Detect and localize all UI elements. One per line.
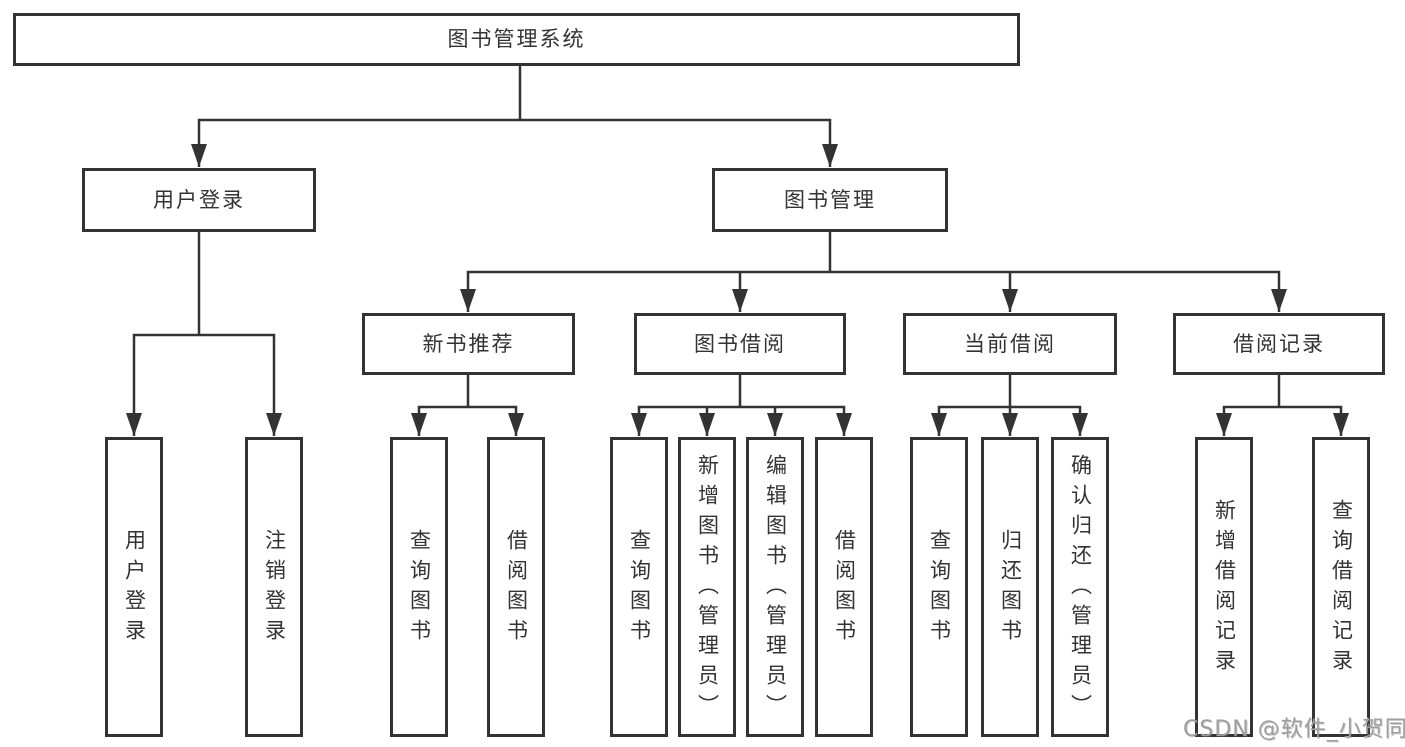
leaf-borrow-books-recommend: 借阅图书	[487, 437, 545, 737]
connector-currentborrow-to-leaves	[931, 375, 1088, 436]
connector-newbook-to-leaves	[411, 375, 524, 436]
node-current-borrowing: 当前借阅	[903, 313, 1117, 375]
connector-bookmgmt-to-level3	[460, 232, 1287, 312]
connector-bookborrow-to-leaves	[631, 375, 852, 436]
csdn-watermark: CSDN @软件_小贺同学	[1183, 717, 1405, 742]
connector-root-to-level2	[191, 66, 838, 167]
node-user-login: 用户登录	[82, 168, 316, 232]
leaf-add-book-admin: 新增图书（管理员）	[678, 437, 736, 737]
leaf-user-login: 用户登录	[105, 437, 163, 737]
node-library-system: 图书管理系统	[13, 13, 1020, 66]
leaf-query-books-recommend: 查询图书	[390, 437, 448, 737]
leaf-query-borrow-record: 查询借阅记录	[1312, 437, 1370, 737]
leaf-confirm-return-admin: 确认归还（管理员）	[1051, 437, 1109, 737]
node-new-book-recommend: 新书推荐	[362, 313, 575, 375]
connector-borrowrecords-to-leaves	[1216, 375, 1349, 436]
node-book-borrowing: 图书借阅	[634, 313, 846, 375]
leaf-query-books-current: 查询图书	[910, 437, 968, 737]
connector-userlogin-to-leaves	[126, 232, 282, 436]
leaf-query-books-borrowing: 查询图书	[610, 437, 668, 737]
node-borrow-records: 借阅记录	[1173, 313, 1385, 375]
leaf-borrow-books: 借阅图书	[815, 437, 873, 737]
leaf-return-books: 归还图书	[981, 437, 1039, 737]
leaf-logout: 注销登录	[245, 437, 303, 737]
leaf-edit-book-admin: 编辑图书（管理员）	[746, 437, 804, 737]
leaf-add-borrow-record: 新增借阅记录	[1195, 437, 1253, 737]
node-book-management: 图书管理	[712, 168, 948, 232]
